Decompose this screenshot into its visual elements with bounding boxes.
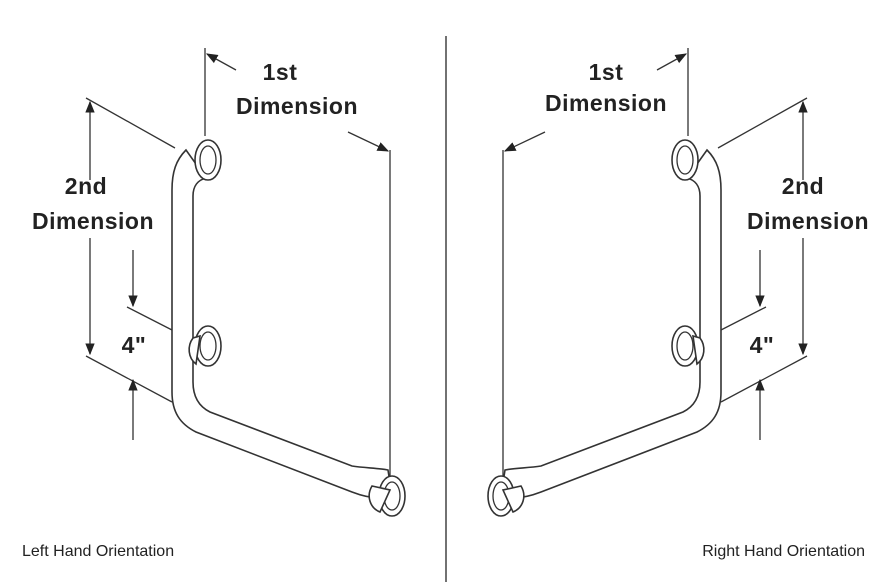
right-second-dimension-label-1: 2nd <box>782 173 824 199</box>
left-hand-caption: Left Hand Orientation <box>22 543 175 560</box>
left-second-dimension-label-2: Dimension <box>32 208 154 234</box>
left-second-dimension-label-1: 2nd <box>65 173 107 199</box>
right-second-dimension-label-2: Dimension <box>747 208 869 234</box>
right-first-dimension-label-2: Dimension <box>545 90 667 116</box>
left-first-dimension-label-1: 1st <box>263 59 298 85</box>
right-first-dimension-label-1: 1st <box>589 59 624 85</box>
left-offset-label: 4" <box>122 332 147 358</box>
right-hand-caption: Right Hand Orientation <box>702 543 865 560</box>
right-offset-label: 4" <box>750 332 775 358</box>
left-first-dimension-label-2: Dimension <box>236 93 358 119</box>
right-hand-grab-bar-drawing <box>488 48 807 516</box>
